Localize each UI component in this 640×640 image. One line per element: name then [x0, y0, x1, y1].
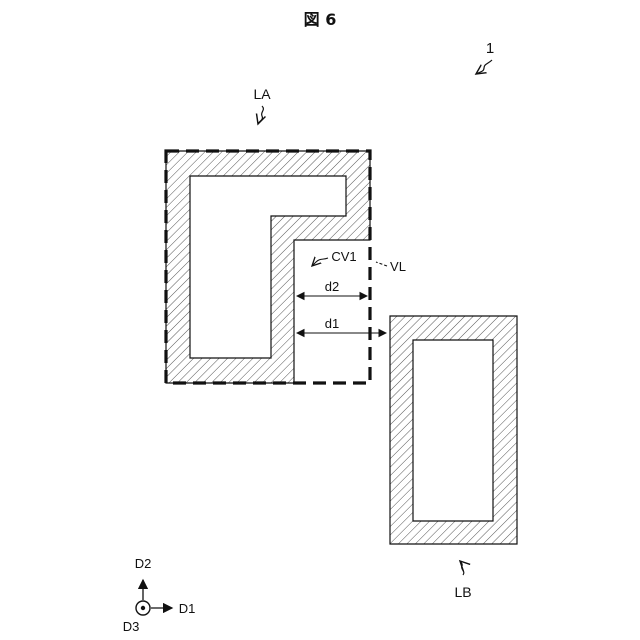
layer-a-label: LA	[253, 86, 271, 102]
d1-axis-label: D1	[179, 601, 196, 616]
virtual-line-leader	[376, 262, 387, 266]
layer-b-leader	[460, 561, 464, 575]
layer-a-leader	[258, 106, 263, 124]
figure-title: 図 6	[304, 10, 337, 29]
layer-b-label: LB	[454, 584, 471, 600]
d2-axis-label: D2	[135, 556, 152, 571]
d3-axis-label: D3	[123, 619, 140, 634]
d3-axis-dot	[141, 606, 145, 610]
layer-a-frame	[166, 151, 370, 383]
virtual-line-label: VL	[390, 259, 406, 274]
cavity-label: CV1	[331, 249, 356, 264]
distance-d1-label: d1	[325, 316, 339, 331]
layer-b-frame	[390, 316, 517, 544]
virtual-line-boundary	[166, 151, 370, 383]
distance-d2-label: d2	[325, 279, 339, 294]
axis-indicator: D2 D1 D3	[123, 556, 196, 634]
ref-numeral-leader	[476, 60, 492, 74]
cavity-leader	[312, 258, 328, 266]
ref-numeral-label: 1	[486, 40, 494, 57]
